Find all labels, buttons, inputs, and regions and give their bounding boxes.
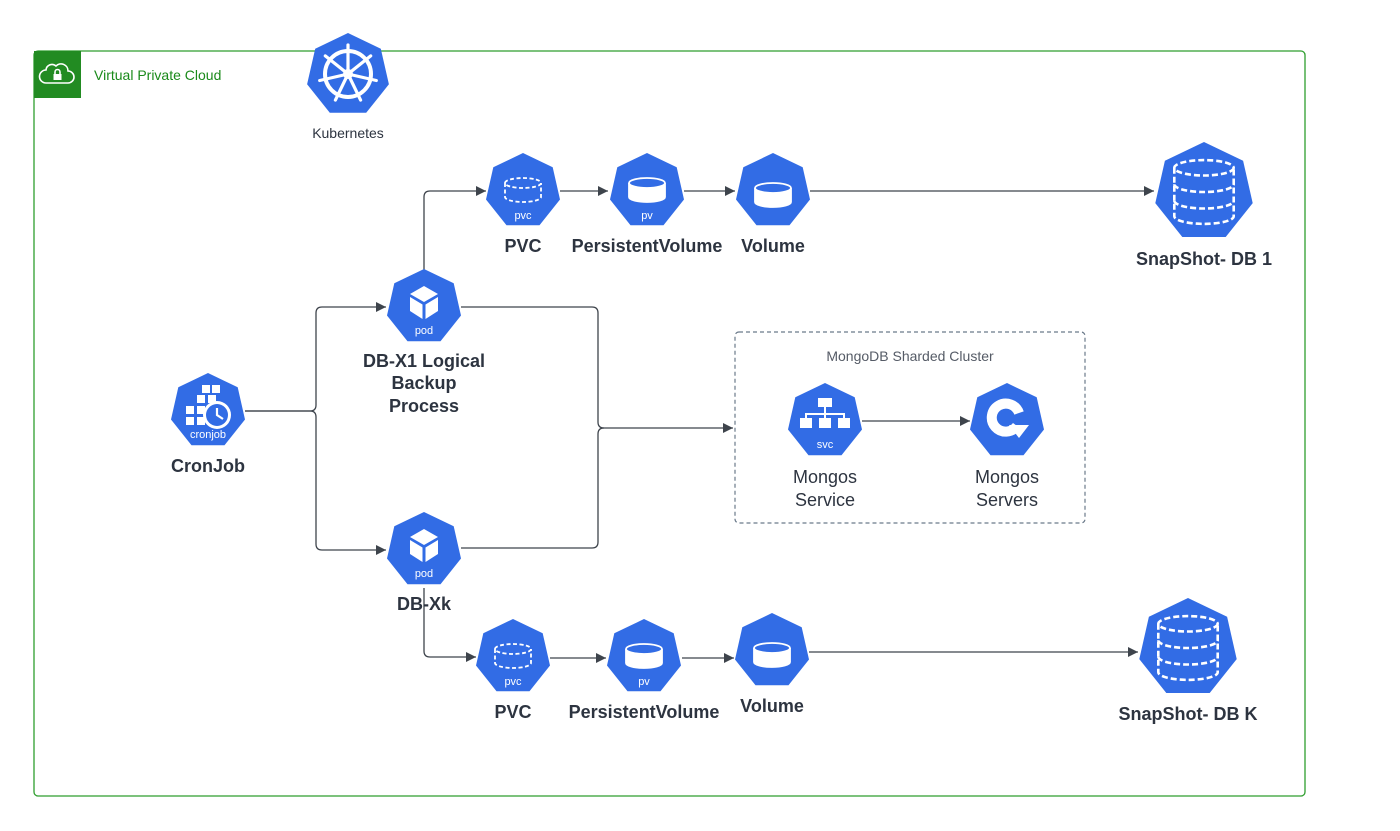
cluster-title: MongoDB Sharded Cluster [826,348,994,364]
vpc-boundary: Virtual Private Cloud [33,50,1306,797]
node-pv1: pv [610,153,684,226]
edge-cronjob-podk [245,410,386,555]
service-icon [800,398,850,428]
node-label: PVC [504,236,541,256]
edge-podk-pvck [423,588,476,662]
node-label: Process [389,396,459,416]
node-type-tag: cronjob [190,429,226,441]
volume-icon [754,182,792,208]
node-label: Service [795,490,855,510]
kubernetes-logo: Kubernetes [307,33,389,141]
node-pod1: pod [387,269,461,342]
node-type-tag: pod [415,568,433,580]
node-type-tag: pv [641,210,653,222]
pvc-icon [504,177,542,203]
node-label: Mongos [793,467,857,487]
node-type-tag: pv [638,676,650,688]
node-shape [1155,142,1253,237]
pod-icon [410,529,438,562]
node-label: Mongos [975,467,1039,487]
node-shape [486,153,560,226]
node-label: CronJob [171,456,245,476]
node-cronjob: cronjob [171,373,245,446]
node-type-tag: pvc [514,210,532,222]
edge-pod1-cluster [461,306,733,433]
pod-icon [410,286,438,319]
node-label: DB-X1 Logical [363,351,485,371]
cloud-lock-icon [38,63,75,84]
node-shape [970,383,1044,456]
kubernetes-icon [307,33,389,113]
node-label: Backup [391,373,456,393]
node-label: PersistentVolume [569,702,720,722]
pv-icon [628,177,666,203]
node-shape [387,269,461,342]
node-label: Volume [740,696,804,716]
node-vol1 [736,153,810,226]
node-pvc1: pvc [486,153,560,226]
node-shape [1139,598,1237,693]
node-label: PVC [494,702,531,722]
node-pvck: pvc [476,619,550,692]
vpc-label: Virtual Private Cloud [94,67,221,83]
edge-pod1-pvc1 [423,186,486,270]
mongodb-cluster-group: MongoDB Sharded Cluster [734,331,1086,524]
node-label: PersistentVolume [572,236,723,256]
node-podk: pod [387,512,461,585]
snapshot-icon [1157,614,1220,682]
node-snap1 [1155,142,1253,237]
node-servers [970,383,1044,456]
pvc-icon [494,643,532,669]
node-label: Servers [976,490,1038,510]
node-label: Volume [741,236,805,256]
node-label: DB-Xk [397,594,452,614]
node-label: SnapShot- DB 1 [1136,249,1272,269]
node-snapk [1139,598,1237,693]
kubernetes-label: Kubernetes [312,125,384,141]
node-svc: svc [788,383,862,456]
node-type-tag: pvc [504,676,522,688]
node-shape [476,619,550,692]
refresh-icon [986,398,1029,438]
pv-icon [625,643,663,669]
snapshot-icon [1173,158,1236,226]
node-shape [387,512,461,585]
nodes-layer: cronjob pod pod pvc pv pvc pv svc [171,142,1253,693]
volume-icon [753,642,791,668]
node-label: SnapShot- DB K [1119,704,1258,724]
edge-podk-cluster [461,427,605,549]
cronjob-icon [186,385,231,429]
node-type-tag: svc [817,439,834,451]
node-type-tag: pod [415,325,433,337]
node-volk [735,613,809,686]
node-pvk: pv [607,619,681,692]
connectors [245,186,1154,663]
